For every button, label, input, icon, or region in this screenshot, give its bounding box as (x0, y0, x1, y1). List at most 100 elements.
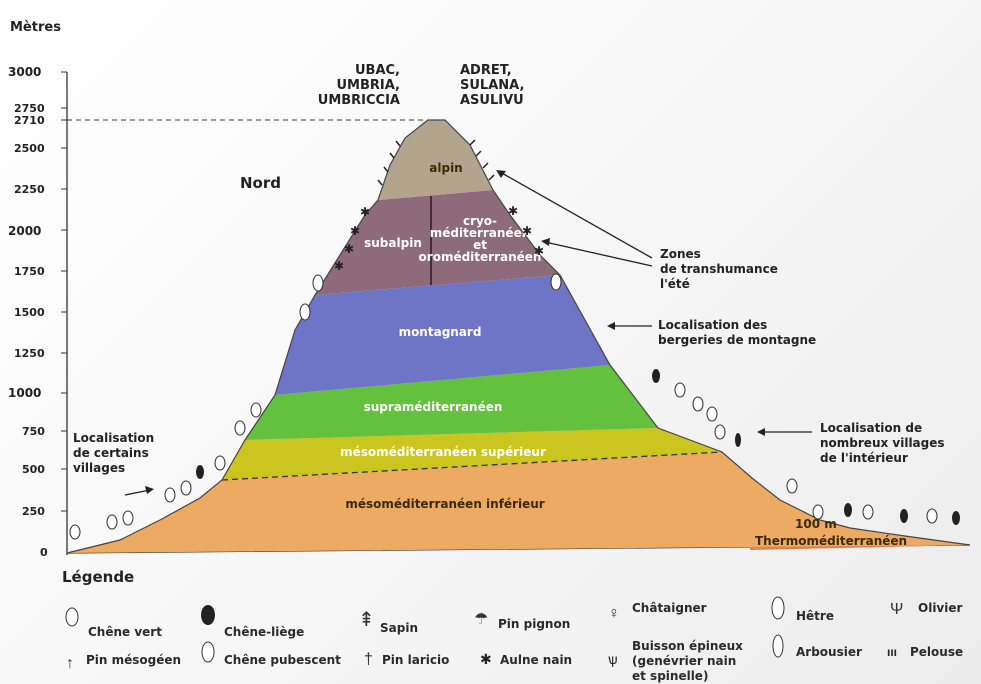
svg-text:✱: ✱ (522, 224, 532, 238)
tick-1750: 1750 (14, 265, 45, 278)
buisson-epineux-icon: ѱ (608, 651, 618, 667)
legend-item-chene-pubescent: Chêne pubescent (201, 641, 341, 667)
label-meso-sup: mésoméditerranéen supérieur (340, 445, 546, 459)
chene-liege-icon (201, 605, 215, 625)
dark-tree-marks (196, 369, 960, 525)
svg-text:Localisation de: Localisation de (820, 421, 922, 435)
svg-text:nombreux villages: nombreux villages (820, 436, 945, 450)
pin-pignon-icon: ☂ (474, 611, 488, 628)
label-thermo: Thermoméditerranéen (755, 534, 907, 548)
zone-montagnard (275, 275, 610, 395)
svg-text:Chêne vert: Chêne vert (88, 625, 162, 639)
arrowhead-transhumance-1 (496, 170, 506, 178)
aulne-marks: ✱✱✱ ✱✱✱ ✱ (334, 204, 544, 273)
svg-text:Hêtre: Hêtre (796, 609, 834, 623)
svg-text:UMBRICCIA: UMBRICCIA (318, 93, 400, 108)
label-alpin: alpin (429, 161, 462, 175)
tick-2500: 2500 (14, 142, 45, 155)
y-axis-ticks: 3000 2750 2710 2500 2250 2000 1750 1500 … (8, 65, 67, 559)
arrowhead-transhumance-2 (541, 238, 550, 246)
label-thermo-height: 100 m (795, 517, 837, 531)
label-subalpin: subalpin (364, 236, 422, 250)
svg-text:de l'intérieur: de l'intérieur (820, 451, 908, 465)
label-supra: supraméditerranéen (364, 400, 503, 414)
pin-laricio-icon: † (364, 651, 373, 668)
zone-meso-inferieur (67, 452, 970, 553)
arrow-villages-left (124, 489, 151, 496)
svg-text:✱: ✱ (508, 204, 518, 218)
tick-2000: 2000 (8, 224, 41, 238)
svg-text:Zones: Zones (660, 247, 701, 261)
svg-text:✱: ✱ (534, 244, 544, 258)
chene-pubescent-icon (201, 641, 215, 663)
svg-text:Arbousier: Arbousier (796, 645, 862, 659)
svg-text:Pin pignon: Pin pignon (498, 617, 570, 631)
svg-text:l'été: l'été (660, 277, 690, 291)
svg-text:et spinelle): et spinelle) (632, 669, 708, 683)
tick-750: 750 (22, 425, 45, 438)
arbousier-icon (772, 634, 784, 658)
svg-text:Sapin: Sapin (380, 621, 418, 635)
arrow-transhumance-2 (544, 241, 653, 267)
arrowhead-villages-right (757, 428, 765, 436)
zone-alpin (378, 120, 493, 200)
legend-item-aulne-nain: ✱ Aulne nain (480, 651, 572, 667)
olivier-icon: Ψ (890, 601, 903, 618)
tree-marks (69, 273, 938, 540)
legend-item-arbousier: Arbousier (772, 634, 862, 659)
meso-divider-dashed (221, 451, 723, 481)
svg-text:Chêne pubescent: Chêne pubescent (224, 653, 341, 667)
arrow-transhumance-1 (499, 171, 653, 259)
legend-title: Légende (62, 568, 134, 586)
svg-text:✱: ✱ (344, 242, 354, 256)
svg-text:(genévrier nain: (genévrier nain (632, 654, 736, 668)
svg-text:ASULIVU: ASULIVU (460, 93, 524, 108)
aulne-nain-icon: ✱ (480, 651, 492, 667)
chene-vert-icon (65, 607, 79, 627)
tick-2750: 2750 (14, 102, 45, 115)
annotation-villages-left: Localisation de certains villages (73, 431, 154, 475)
svg-text:✱: ✱ (360, 205, 370, 219)
tick-1000: 1000 (8, 386, 41, 400)
annotation-transhumance: Zones de transhumance l'été (660, 247, 778, 291)
svg-text:cryo-: cryo- (463, 214, 497, 228)
tick-1250: 1250 (14, 347, 45, 360)
svg-text:oroméditerranéen: oroméditerranéen (419, 250, 542, 264)
tick-0: 0 (40, 546, 48, 559)
mountain-outline (66, 119, 971, 554)
tick-1500: 1500 (14, 306, 45, 319)
annotation-bergeries: Localisation des bergeries de montagne (658, 318, 816, 347)
tick-500: 500 (22, 463, 45, 476)
svg-text:méditerranéen: méditerranéen (430, 226, 531, 240)
label-montagnard: montagnard (399, 325, 482, 339)
svg-text:SULANA,: SULANA, (460, 78, 524, 93)
svg-text:Chêne-liège: Chêne-liège (224, 625, 304, 639)
label-meso-inf: mésoméditerranéen inférieur (345, 497, 544, 511)
svg-text:de transhumance: de transhumance (660, 262, 778, 276)
zone-meso-superieur (222, 428, 722, 480)
label-nord: Nord (240, 174, 281, 192)
label-cryo: cryo- méditerranéen et oroméditerranéen (419, 214, 542, 264)
svg-text:Localisation: Localisation (73, 431, 154, 445)
label-adret: ADRET, SULANA, ASULIVU (460, 63, 524, 108)
svg-text:Localisation des: Localisation des (658, 318, 767, 332)
pelouse-marks (377, 139, 495, 186)
legend-item-hetre: Hêtre (771, 596, 834, 623)
axis-unit-label: Mètres (10, 20, 61, 35)
svg-text:villages: villages (73, 461, 125, 475)
legend-item-chene-liege: Chêne-liège (201, 605, 304, 639)
tick-3000: 3000 (8, 65, 41, 79)
label-ubac: UBAC, UMBRIA, UMBRICCIA (318, 63, 400, 108)
legend-item-buisson-epineux: ѱ Buisson épineux (genévrier nain et spi… (608, 639, 743, 683)
tick-2250: 2250 (14, 183, 45, 196)
svg-text:de certains: de certains (73, 446, 149, 460)
chataigner-icon: ♀ (608, 605, 620, 622)
hetre-icon (771, 596, 785, 620)
legend-item-chene-vert: Chêne vert (65, 607, 162, 639)
legend-item-sapin: ⇞ Sapin (358, 609, 418, 635)
legend-item-pin-pignon: ☂ Pin pignon (474, 611, 570, 631)
annotation-villages-right: Localisation de nombreux villages de l'i… (820, 421, 945, 465)
tick-2710: 2710 (14, 114, 45, 127)
